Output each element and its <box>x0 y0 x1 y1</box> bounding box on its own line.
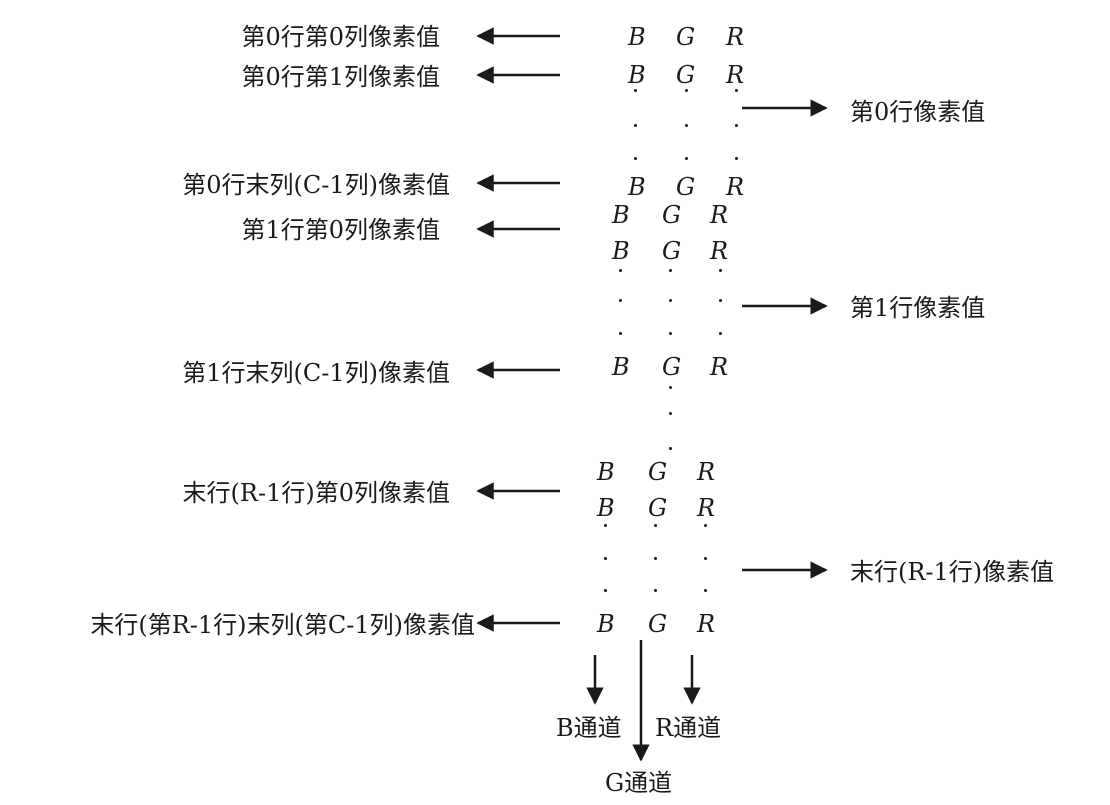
letter-b-7: B <box>597 494 615 522</box>
letter-b-8: B <box>597 610 615 638</box>
ellipsis-dot <box>704 589 707 592</box>
ellipsis-dot <box>669 269 672 272</box>
letter-g-6: G <box>648 458 668 486</box>
letter-g-0: G <box>676 23 696 51</box>
ellipsis-dot <box>654 589 657 592</box>
letter-b-2: B <box>628 173 646 201</box>
ellipsis-dot <box>685 89 688 92</box>
label-row1-lastcol: 第1行末列(C-1列)像素值 <box>182 359 450 387</box>
ellipsis-dot <box>704 557 707 560</box>
ellipsis-dot <box>735 124 738 127</box>
letter-b-1: B <box>628 61 646 89</box>
ellipsis-dot <box>654 557 657 560</box>
ellipsis-dot <box>719 332 722 335</box>
letter-g-8: G <box>648 610 668 638</box>
letter-b-3: B <box>612 201 630 229</box>
letter-r-7: R <box>697 494 716 522</box>
letter-g-3: G <box>662 201 682 229</box>
ellipsis-dot <box>619 299 622 302</box>
ellipsis-dot <box>685 157 688 160</box>
ellipsis-dot <box>735 89 738 92</box>
label-r-channel: R通道 <box>655 714 722 742</box>
label-row1-pixels: 第1行像素值 <box>850 294 986 322</box>
label-row1-col0: 第1行第0列像素值 <box>241 216 440 244</box>
ellipsis-dot <box>604 557 607 560</box>
letter-b-5: B <box>612 353 630 381</box>
letter-g-5: G <box>662 353 682 381</box>
letter-g-2: G <box>676 173 696 201</box>
letter-g-4: G <box>662 237 682 265</box>
letter-r-2: R <box>726 173 745 201</box>
ellipsis-dot <box>604 524 607 527</box>
letter-r-4: R <box>710 237 729 265</box>
letter-r-8: R <box>697 610 716 638</box>
ellipsis-dot <box>619 269 622 272</box>
ellipsis-dot <box>619 332 622 335</box>
label-row0-col0: 第0行第0列像素值 <box>241 23 440 51</box>
label-row0-pixels: 第0行像素值 <box>850 98 986 126</box>
ellipsis-dot <box>604 589 607 592</box>
ellipsis-dot <box>634 124 637 127</box>
letter-r-1: R <box>726 61 745 89</box>
ellipsis-dot <box>719 299 722 302</box>
ellipsis-dot <box>735 157 738 160</box>
ellipsis-dot <box>654 524 657 527</box>
label-lastrow-lastcol: 末行(第R-1行)末列(第C-1列)像素值 <box>90 611 475 639</box>
letter-b-0: B <box>628 23 646 51</box>
letter-r-3: R <box>710 201 729 229</box>
letter-g-7: G <box>648 494 668 522</box>
letter-b-6: B <box>597 458 615 486</box>
label-b-channel: B通道 <box>556 714 622 742</box>
ellipsis-dot <box>669 299 672 302</box>
label-lastrow-col0: 末行(R-1行)第0列像素值 <box>182 479 450 507</box>
letter-r-5: R <box>710 353 729 381</box>
ellipsis-dot <box>669 447 672 450</box>
letter-r-6: R <box>697 458 716 486</box>
ellipsis-dot <box>634 157 637 160</box>
ellipsis-dot <box>704 524 707 527</box>
ellipsis-dot <box>634 89 637 92</box>
label-row0-col1: 第0行第1列像素值 <box>241 63 440 91</box>
letter-b-4: B <box>612 237 630 265</box>
letter-g-1: G <box>676 61 696 89</box>
ellipsis-dot <box>669 332 672 335</box>
ellipsis-dot <box>669 412 672 415</box>
label-row0-lastcol: 第0行末列(C-1列)像素值 <box>182 171 450 199</box>
label-lastrow-pixels: 末行(R-1行)像素值 <box>850 558 1055 586</box>
ellipsis-dot <box>685 124 688 127</box>
letter-r-0: R <box>726 23 745 51</box>
label-g-channel: G通道 <box>605 769 673 797</box>
ellipsis-dot <box>719 269 722 272</box>
ellipsis-dot <box>669 386 672 389</box>
